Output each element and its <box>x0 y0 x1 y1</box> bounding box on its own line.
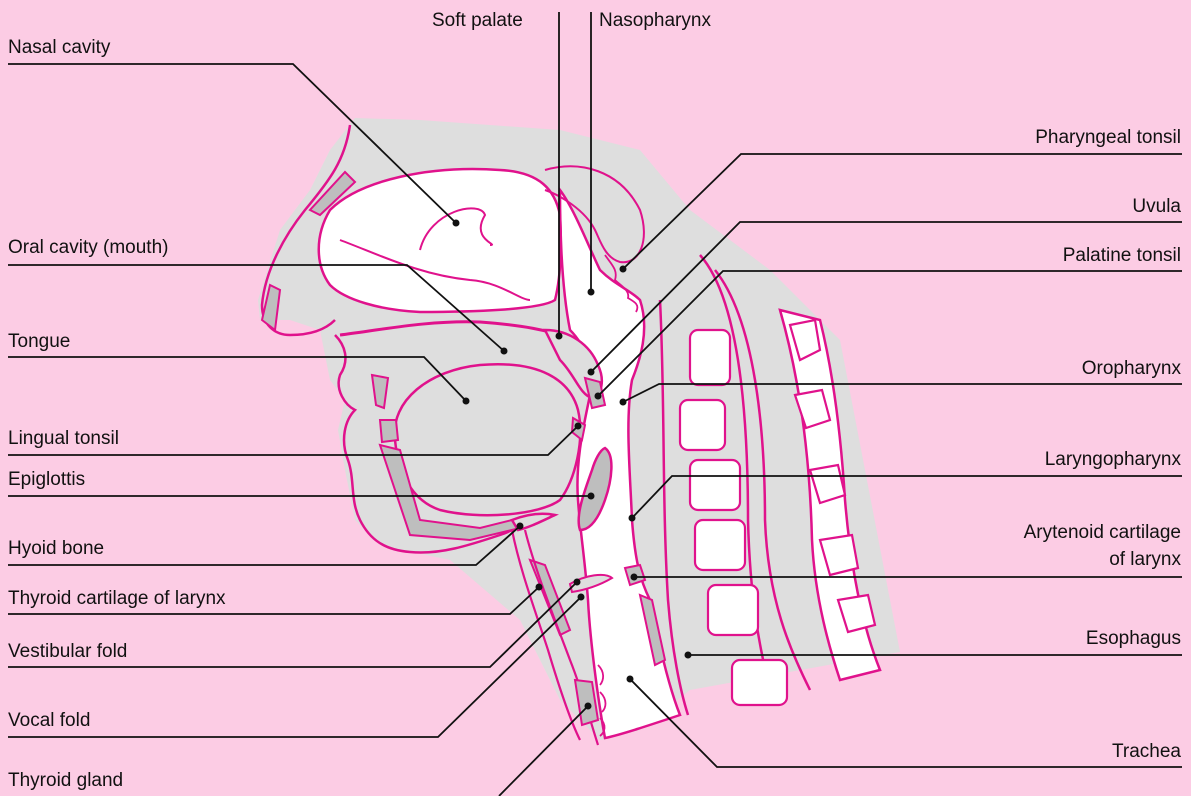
dot-nasopharynx <box>588 289 595 296</box>
vertebra-c3 <box>680 400 725 450</box>
label-oral-cavity: Oral cavity (mouth) <box>8 237 168 259</box>
label-vocal-fold: Vocal fold <box>8 710 90 732</box>
dot-esophagus <box>685 652 692 659</box>
dot-epiglottis <box>588 493 595 500</box>
label-pharyngeal-tonsil: Pharyngeal tonsil <box>1035 127 1181 149</box>
dot-nasal-cavity <box>453 220 460 227</box>
label-hyoid-bone: Hyoid bone <box>8 538 104 560</box>
label-thyroid-cartilage: Thyroid cartilage of larynx <box>8 588 226 610</box>
label-tongue: Tongue <box>8 331 70 353</box>
vertebra-c7 <box>732 660 787 705</box>
label-arytenoid-line1: Arytenoid cartilage <box>1024 522 1181 544</box>
dot-thyroid-gland <box>585 703 592 710</box>
dot-pharyngeal-tonsil <box>620 266 627 273</box>
dot-tongue <box>463 398 470 405</box>
dot-oral-cavity <box>501 348 508 355</box>
dot-thyroid-cartilage <box>536 584 543 591</box>
label-soft-palate: Soft palate <box>432 10 523 32</box>
dot-oropharynx <box>620 399 627 406</box>
dot-soft-palate <box>556 333 563 340</box>
vertebra-c5 <box>695 520 745 570</box>
tongue-shape <box>395 364 581 515</box>
vertebra-c6 <box>708 585 758 635</box>
dot-laryngopharynx <box>629 515 636 522</box>
dot-hyoid <box>517 523 524 530</box>
label-nasal-cavity: Nasal cavity <box>8 37 110 59</box>
label-lingual-tonsil: Lingual tonsil <box>8 428 119 450</box>
label-nasopharynx: Nasopharynx <box>599 10 711 32</box>
label-uvula: Uvula <box>1132 196 1181 218</box>
label-epiglottis: Epiglottis <box>8 469 85 491</box>
label-trachea: Trachea <box>1112 741 1181 763</box>
leader-thyroid-gland <box>499 706 588 796</box>
label-arytenoid-line2: of larynx <box>1109 549 1181 571</box>
label-thyroid-gland: Thyroid gland <box>8 770 123 792</box>
dot-lingual-tonsil <box>575 423 582 430</box>
dot-uvula <box>588 369 595 376</box>
label-vestibular-fold: Vestibular fold <box>8 641 127 663</box>
vertebra-c2 <box>690 330 730 385</box>
label-esophagus: Esophagus <box>1086 628 1181 650</box>
dot-vestibular-fold <box>574 579 581 586</box>
vertebra-c4 <box>690 460 740 510</box>
label-oropharynx: Oropharynx <box>1082 358 1181 380</box>
label-palatine-tonsil: Palatine tonsil <box>1063 245 1181 267</box>
label-laryngopharynx: Laryngopharynx <box>1045 449 1181 471</box>
dot-arytenoid <box>631 574 638 581</box>
dot-trachea <box>627 676 634 683</box>
dot-vocal-fold <box>578 594 585 601</box>
leader-trachea <box>630 679 1182 767</box>
dot-palatine-tonsil <box>595 393 602 400</box>
